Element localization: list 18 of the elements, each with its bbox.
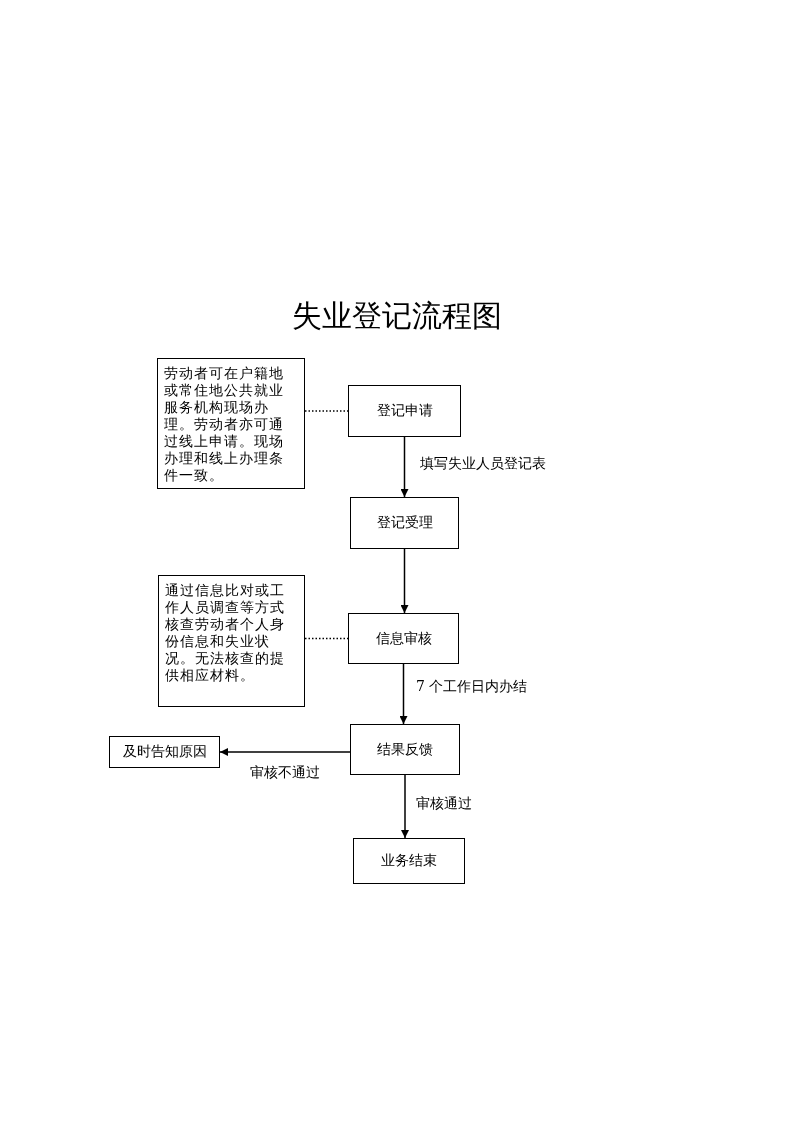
process-box: 结果反馈 [350,724,460,775]
note-box: 通过信息比对或工作人员调查等方式核查劳动者个人身份信息和失业状况。无法核查的提供相应材料。 [158,575,305,707]
process-box: 登记受理 [350,497,459,549]
arrow [401,774,409,839]
edge-label: 填写失业人员登记表 [418,455,548,473]
process-box: 及时告知原因 [109,736,220,768]
diagram-title: 失业登记流程图 [290,297,503,335]
edge-label: 审核不通过 [248,764,322,782]
arrow [399,663,408,725]
arrow [400,548,409,614]
edge-label: 审核通过 [414,795,474,813]
note-box: 劳动者可在户籍地或常住地公共就业服务机构现场办理。劳动者亦可通过线上申请。现场办理和线上办理条件一致。 [157,358,305,489]
process-box: 业务结束 [353,838,465,884]
edge-label: 7 个工作日内办结 [414,678,530,696]
process-box: 登记申请 [348,385,461,437]
arrow [400,436,409,498]
arrow [219,748,351,756]
process-box: 信息审核 [348,613,459,664]
